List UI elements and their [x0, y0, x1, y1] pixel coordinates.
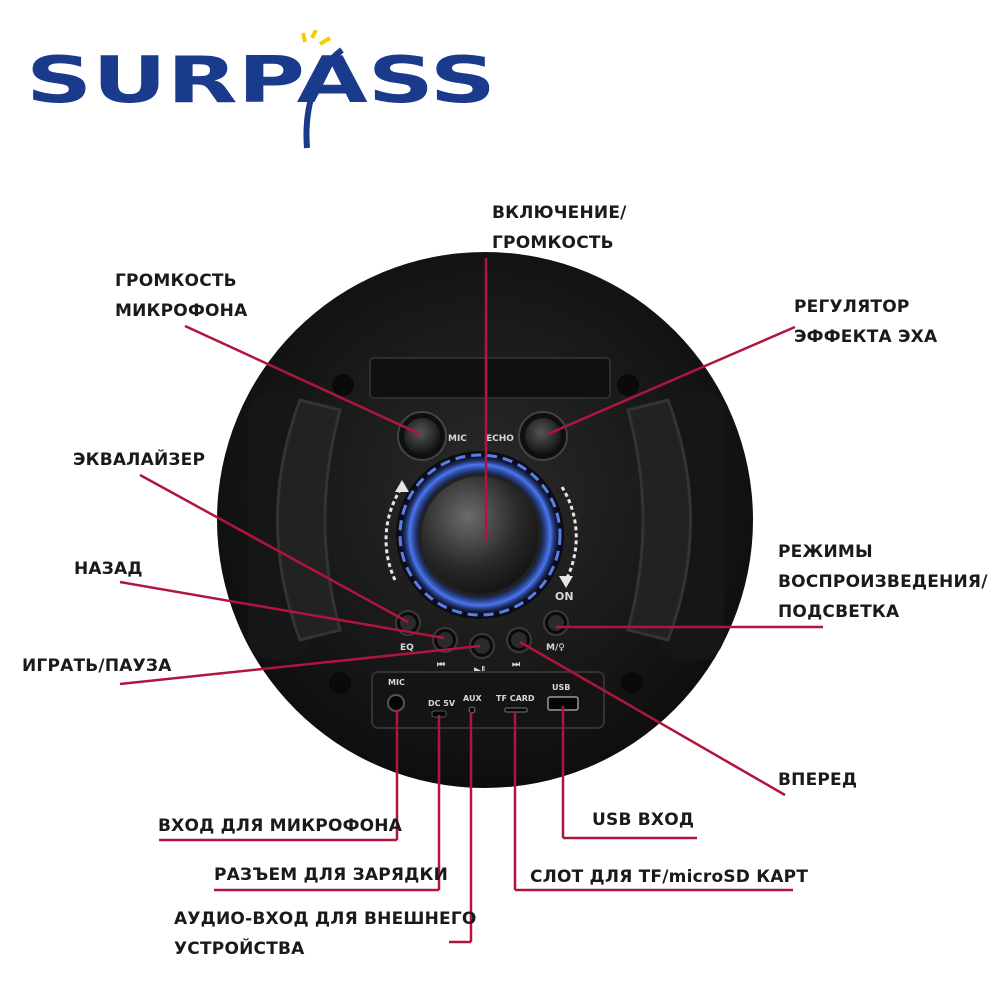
label-eq: ЭКВАЛАЙЗЕР: [73, 450, 206, 470]
port-usb-label: USB: [552, 683, 570, 692]
logo-mark: SURPASS: [26, 29, 496, 149]
left-handle: [276, 398, 342, 642]
volume-up-arrow-icon: [560, 486, 578, 581]
mic-knob-label: MIC: [448, 434, 467, 444]
right-handle: [626, 398, 692, 642]
label-power-volume: ВКЛЮЧЕНИЕ/ ГРОМКОСТЬ: [492, 203, 627, 253]
volume-down-arrow-icon: [384, 486, 404, 581]
eq-button-label: EQ: [400, 643, 414, 653]
label-echo: РЕГУЛЯТОР ЭФФЕКТА ЭХА: [794, 297, 938, 347]
prev-button[interactable]: [437, 632, 453, 648]
logo-text: SURPASS: [26, 44, 496, 118]
spark-icon: [301, 29, 332, 46]
power-volume-knob[interactable]: [418, 473, 542, 597]
port-tf-label: TF CARD: [496, 694, 535, 703]
eq-button[interactable]: [400, 615, 416, 631]
mic-jack[interactable]: [387, 694, 405, 712]
label-mic-in: ВХОД ДЛЯ МИКРОФОНА: [158, 816, 403, 836]
label-mic-volume: ГРОМКОСТЬ МИКРОФОНА: [115, 271, 248, 321]
mode-button[interactable]: [548, 615, 564, 631]
next-icon: ⏭: [512, 660, 521, 670]
label-play-pause: ИГРАТЬ/ПАУЗА: [22, 656, 172, 676]
tf-slot[interactable]: [504, 707, 528, 713]
port-dc-label: DC 5V: [428, 699, 456, 708]
echo-knob-label: ECHO: [486, 434, 514, 444]
port-mic-label: MIC: [388, 678, 405, 687]
leader-lines: [119, 258, 823, 944]
label-usb: USB ВХОД: [592, 810, 695, 830]
label-modes: РЕЖИМЫ ВОСПРОИЗВЕДЕНИЯ/ ПОДСВЕТКА: [778, 542, 988, 622]
surpass-logo: SURPASS: [24, 29, 504, 155]
label-aux: АУДИО-ВХОД ДЛЯ ВНЕШНЕГО УСТРОЙСТВА: [174, 909, 477, 959]
play-pause-button[interactable]: [474, 638, 490, 654]
ports-panel: [371, 671, 605, 729]
label-tf-slot: СЛОТ ДЛЯ TF/microSD КАРТ: [530, 867, 809, 887]
mic-volume-knob[interactable]: [404, 418, 440, 454]
label-charging: РАЗЪЕМ ДЛЯ ЗАРЯДКИ: [214, 865, 449, 885]
echo-knob[interactable]: [525, 418, 561, 454]
top-window: [369, 357, 611, 399]
label-back: НАЗАД: [74, 559, 143, 579]
prev-icon: ⏮: [437, 660, 445, 670]
port-aux-label: AUX: [463, 694, 482, 703]
label-forward: ВПЕРЕД: [778, 770, 858, 790]
on-label: ON: [555, 590, 574, 603]
mode-button-label: M/♀: [546, 643, 565, 653]
